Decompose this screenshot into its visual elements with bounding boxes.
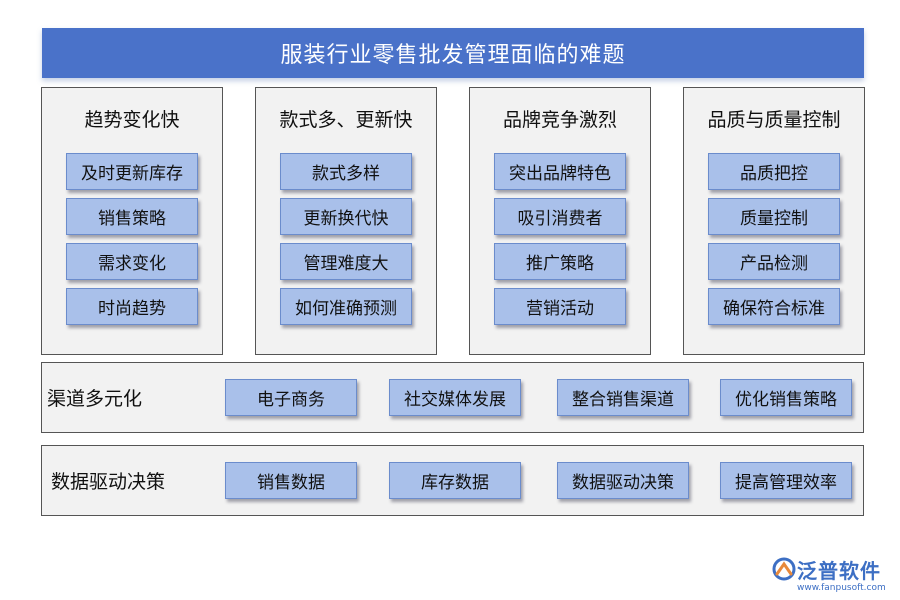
row-item: 电子商务 — [225, 379, 357, 416]
row-item: 社交媒体发展 — [389, 379, 521, 416]
diagram-title: 服装行业零售批发管理面临的难题 — [42, 28, 864, 78]
logo-url: www.fanpusoft.com — [797, 583, 886, 593]
column-title: 款式多、更新快 — [279, 109, 413, 131]
row-label: 渠道多元化 — [47, 388, 143, 410]
row-item: 库存数据 — [389, 462, 521, 499]
column-panel-brand: 品牌竞争激烈 突出品牌特色 吸引消费者 推广策略 营销活动 — [469, 87, 651, 355]
column-panel-trend: 趋势变化快 及时更新库存 销售策略 需求变化 时尚趋势 — [41, 87, 223, 355]
logo-icon — [772, 557, 796, 581]
column-item: 管理难度大 — [280, 243, 412, 280]
column-item: 产品检测 — [708, 243, 840, 280]
row-item: 数据驱动决策 — [557, 462, 689, 499]
row-item: 销售数据 — [225, 462, 357, 499]
column-title: 品牌竞争激烈 — [502, 109, 617, 131]
column-item: 突出品牌特色 — [494, 153, 626, 190]
row-item: 整合销售渠道 — [557, 379, 689, 416]
column-item: 需求变化 — [66, 243, 198, 280]
column-panel-styles: 款式多、更新快 款式多样 更新换代快 管理难度大 如何准确预测 — [255, 87, 437, 355]
column-title: 趋势变化快 — [84, 109, 180, 131]
row-panel-channels: 渠道多元化 电子商务 社交媒体发展 整合销售渠道 优化销售策略 — [41, 362, 864, 433]
column-panel-quality: 品质与质量控制 品质把控 质量控制 产品检测 确保符合标准 — [683, 87, 865, 355]
column-item: 确保符合标准 — [708, 288, 840, 325]
column-item: 销售策略 — [66, 198, 198, 235]
column-item: 品质把控 — [708, 153, 840, 190]
column-item: 吸引消费者 — [494, 198, 626, 235]
row-panel-data: 数据驱动决策 销售数据 库存数据 数据驱动决策 提高管理效率 — [41, 445, 864, 516]
column-item: 时尚趋势 — [66, 288, 198, 325]
column-item: 及时更新库存 — [66, 153, 198, 190]
brand-logo: 泛普软件 www.fanpusoft.com — [771, 554, 891, 594]
column-item: 如何准确预测 — [280, 288, 412, 325]
row-label: 数据驱动决策 — [51, 471, 166, 493]
column-item: 更新换代快 — [280, 198, 412, 235]
logo-name: 泛普软件 — [797, 559, 881, 583]
column-title: 品质与质量控制 — [707, 109, 841, 131]
column-item: 推广策略 — [494, 243, 626, 280]
column-item: 质量控制 — [708, 198, 840, 235]
column-item: 营销活动 — [494, 288, 626, 325]
row-item: 提高管理效率 — [720, 462, 852, 499]
row-item: 优化销售策略 — [720, 379, 852, 416]
column-item: 款式多样 — [280, 153, 412, 190]
